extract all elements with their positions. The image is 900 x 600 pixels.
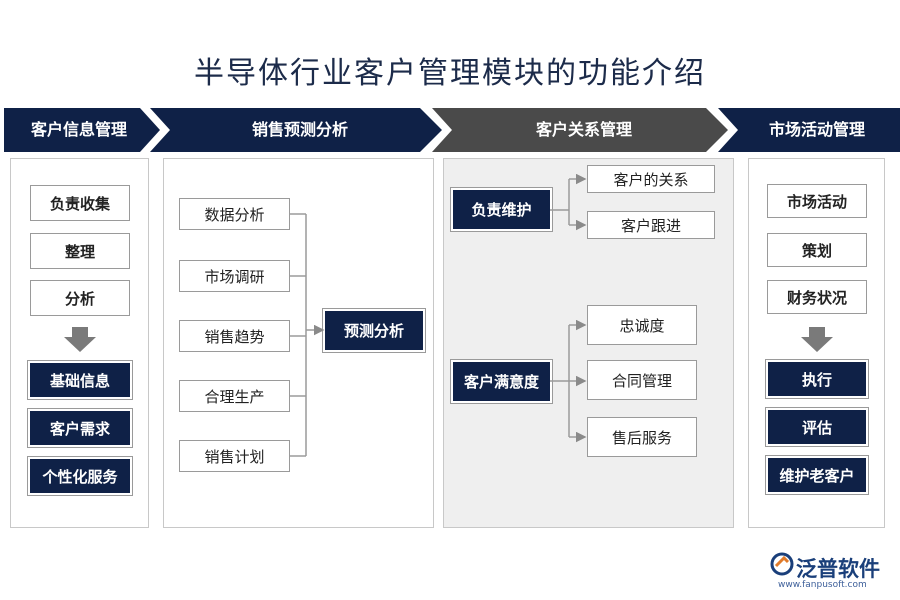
box-sales-trend: 销售趋势 — [179, 320, 290, 352]
box-organize: 整理 — [30, 233, 130, 269]
box-relationship: 客户的关系 — [587, 165, 715, 193]
header-arrow-3 — [432, 108, 728, 152]
box-market-research: 市场调研 — [179, 260, 290, 292]
box-maintain: 负责维护 — [453, 190, 550, 229]
page-title: 半导体行业客户管理模块的功能介绍 — [194, 56, 706, 91]
box-loyalty: 忠诚度 — [587, 305, 697, 345]
header-arrows — [4, 108, 900, 152]
box-contract: 合同管理 — [587, 360, 697, 400]
box-forecast-analysis: 预测分析 — [325, 311, 423, 350]
box-sales-plan: 销售计划 — [179, 440, 290, 472]
box-evaluate: 评估 — [768, 410, 866, 444]
box-personalized-service: 个性化服务 — [30, 459, 130, 493]
box-customer-needs: 客户需求 — [30, 411, 130, 445]
header-label-4: 市场活动管理 — [768, 120, 865, 139]
header-arrow-1 — [4, 108, 160, 152]
box-satisfaction: 客户满意度 — [453, 362, 550, 401]
logo-url: www.fanpusoft.com — [778, 580, 867, 590]
box-followup: 客户跟进 — [587, 211, 715, 239]
box-data-analysis: 数据分析 — [179, 198, 290, 230]
header-label-2: 销售预测分析 — [251, 120, 348, 139]
box-retain-customers: 维护老客户 — [768, 458, 866, 492]
header-label-3: 客户关系管理 — [535, 120, 632, 139]
header-arrow-4 — [718, 108, 900, 152]
header-arrow-2 — [150, 108, 442, 152]
box-finance: 财务状况 — [767, 280, 867, 314]
box-production: 合理生产 — [179, 380, 290, 412]
box-planning: 策划 — [767, 233, 867, 267]
box-analyze: 分析 — [30, 280, 130, 316]
box-collect: 负责收集 — [30, 185, 130, 221]
header-label-1: 客户信息管理 — [30, 120, 127, 139]
box-after-sales: 售后服务 — [587, 417, 697, 457]
box-marketing-activity: 市场活动 — [767, 184, 867, 218]
box-execute: 执行 — [768, 362, 866, 396]
box-basic-info: 基础信息 — [30, 363, 130, 397]
logo-name: 泛普软件 — [796, 557, 880, 581]
fanpu-logo-icon — [770, 552, 794, 576]
